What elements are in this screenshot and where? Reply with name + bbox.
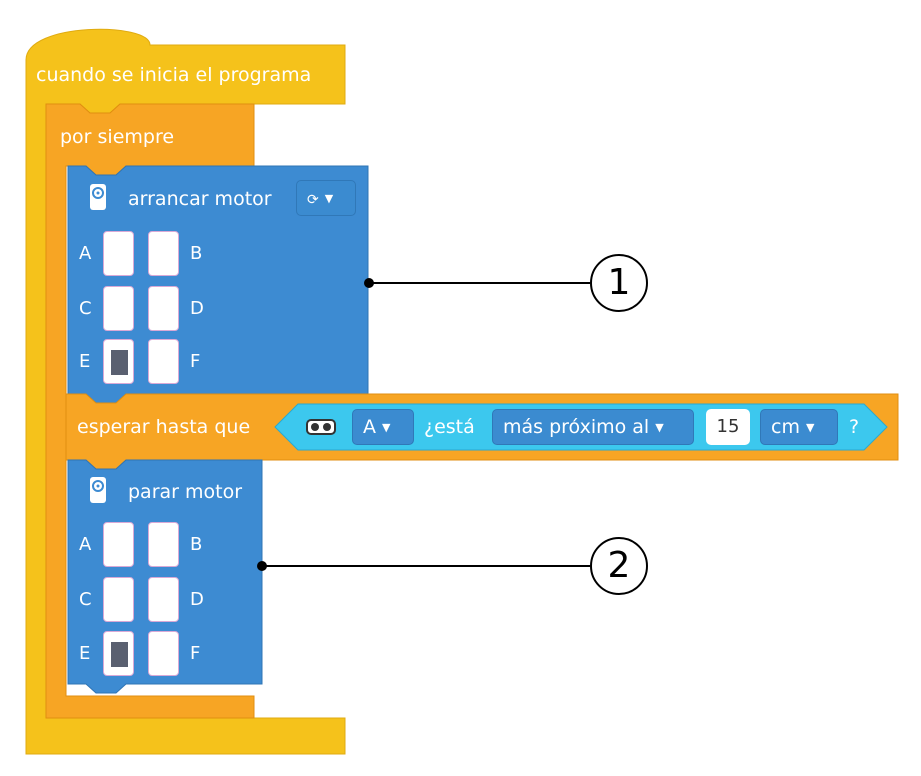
chevron-down-icon: ▼ xyxy=(655,420,664,434)
port-label-c: C xyxy=(79,589,92,610)
port-label-e: E xyxy=(79,643,91,664)
port-a-checkbox[interactable] xyxy=(103,522,134,567)
port-e-checkbox-selected[interactable] xyxy=(103,339,134,384)
chevron-down-icon: ▼ xyxy=(382,420,391,434)
port-label-e: E xyxy=(79,351,91,372)
unit-value: cm xyxy=(771,416,800,438)
port-d-checkbox[interactable] xyxy=(148,577,179,622)
rotate-clockwise-icon: ⟳ xyxy=(307,192,319,208)
question-mark: ? xyxy=(849,416,860,438)
distance-value-input[interactable]: 15 xyxy=(706,409,750,445)
port-b-checkbox[interactable] xyxy=(148,231,179,276)
is-text: ¿está xyxy=(424,416,475,438)
port-label-d: D xyxy=(190,298,204,319)
motor-direction-dropdown[interactable]: ⟳▼ xyxy=(296,180,356,216)
port-label-b: B xyxy=(190,243,203,264)
callout-2: 2 xyxy=(590,537,648,595)
port-label-d: D xyxy=(190,589,204,610)
port-f-checkbox[interactable] xyxy=(148,631,179,676)
comparison-dropdown[interactable]: más próximo al ▼ xyxy=(492,409,694,445)
port-label-a: A xyxy=(79,534,92,555)
unit-dropdown[interactable]: cm ▼ xyxy=(760,409,838,445)
event-block-label: cuando se inicia el programa xyxy=(36,64,312,86)
chevron-down-icon: ▼ xyxy=(324,191,334,205)
wait-until-label: esperar hasta que xyxy=(77,416,251,438)
distance-sensor-icon xyxy=(306,419,336,435)
motor-icon xyxy=(90,477,106,503)
port-label-a: A xyxy=(79,243,92,264)
callout-1: 1 xyxy=(590,254,648,312)
port-label-c: C xyxy=(79,298,92,319)
motor-icon xyxy=(90,184,106,210)
callout-dot-1 xyxy=(364,278,374,288)
port-label-b: B xyxy=(190,534,203,555)
port-e-checkbox-selected[interactable] xyxy=(103,631,134,676)
sensor-port-dropdown[interactable]: A▼ xyxy=(352,409,414,445)
port-c-checkbox[interactable] xyxy=(103,577,134,622)
stop-motor-label: parar motor xyxy=(128,481,243,503)
port-label-f: F xyxy=(190,643,201,664)
forever-block-label: por siempre xyxy=(60,126,175,148)
chevron-down-icon: ▼ xyxy=(805,420,815,434)
port-f-checkbox[interactable] xyxy=(148,339,179,384)
port-label-f: F xyxy=(190,351,201,372)
callout-dot-2 xyxy=(257,561,267,571)
comparison-value: más próximo al xyxy=(503,416,650,438)
sensor-port-value: A xyxy=(363,416,376,438)
start-motor-label: arrancar motor xyxy=(128,188,272,210)
port-a-checkbox[interactable] xyxy=(103,231,134,276)
port-d-checkbox[interactable] xyxy=(148,286,179,331)
port-c-checkbox[interactable] xyxy=(103,286,134,331)
port-b-checkbox[interactable] xyxy=(148,522,179,567)
